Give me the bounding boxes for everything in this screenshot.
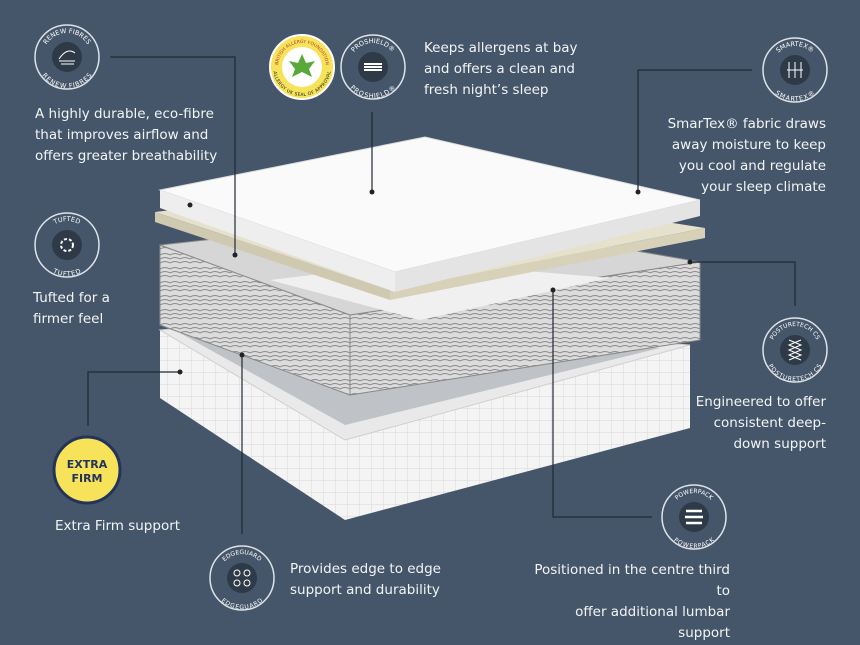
layers-icon: [685, 509, 703, 525]
tufted-badge: TUFTED TUFTED: [34, 212, 100, 278]
spring-icon: [787, 339, 803, 361]
svg-text:TUFTED: TUFTED: [51, 267, 82, 278]
tuft-icon: [60, 238, 74, 252]
leader-lines: [87, 56, 796, 534]
pillow-top: [158, 136, 701, 292]
proshield-badge: PROSHIELD® PROSHIELD®: [340, 34, 406, 100]
svg-text:FIRM: FIRM: [71, 472, 102, 485]
posturetech-badge: POSTURETECH CS POSTURETECH CS: [762, 317, 828, 383]
extra-firm-text: Extra Firm support: [55, 518, 181, 534]
arrows-icon: [787, 62, 803, 78]
svg-text:TUFTED: TUFTED: [51, 215, 81, 227]
extra-firm-badge: EXTRA FIRM: [52, 435, 122, 505]
leader-dots: [177, 189, 693, 375]
allergy-uk-badge: BRITISH ALLERGY FOUNDATION ALLERGY UK SE…: [269, 34, 335, 100]
leaf-icon: [289, 54, 315, 77]
renew-fibres-badge: RENEW FIBRES RENEW FIBRES: [34, 24, 100, 90]
smartex-badge: SMARTEX® SMARTEX®: [762, 37, 828, 103]
svg-text:EXTRA: EXTRA: [67, 458, 108, 471]
edgeguard-badge: EDGEGUARD EDGEGUARD: [209, 545, 275, 611]
coil-grid-icon: [233, 569, 251, 587]
leaf-fibre-icon: [58, 50, 76, 65]
powerpack-badge: POWERPACK POWERPACK: [661, 484, 727, 550]
weave-icon: [364, 63, 382, 71]
